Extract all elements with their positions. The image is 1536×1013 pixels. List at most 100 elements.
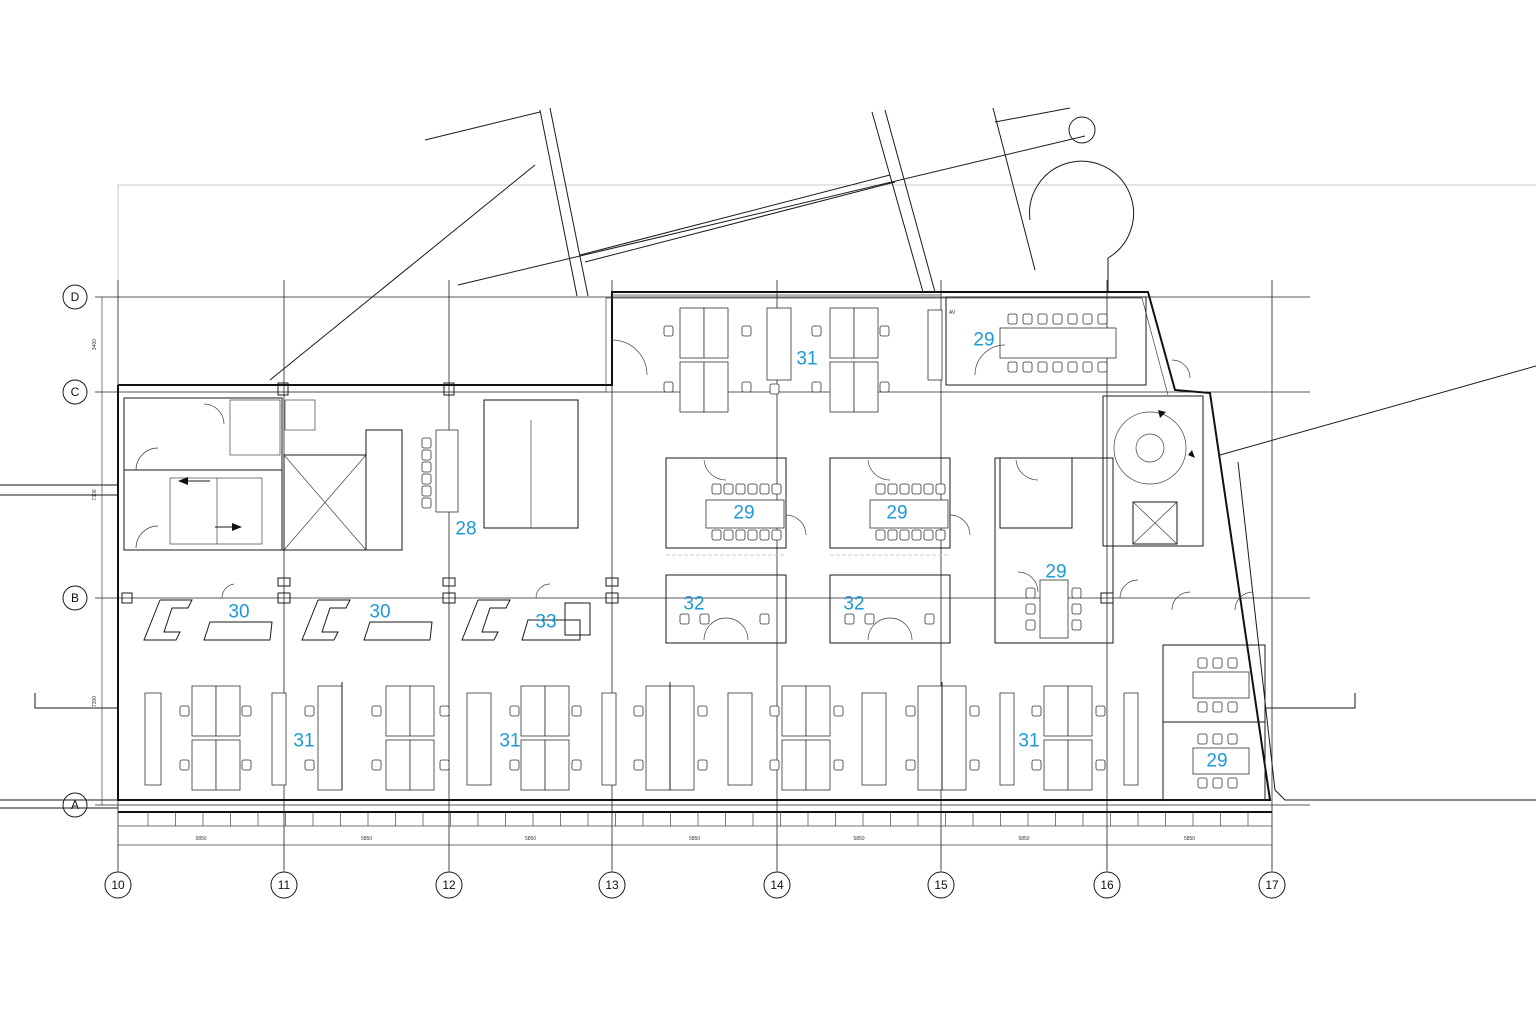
row-dimension: 7300 (92, 489, 98, 500)
chair (833, 759, 844, 771)
chair (679, 613, 690, 625)
chair (1071, 587, 1082, 599)
top-office-desks (679, 307, 1117, 413)
grid-column-label: 12 (442, 878, 456, 892)
door-swings (135, 339, 1254, 641)
chair (924, 613, 935, 625)
chair (1067, 361, 1078, 373)
chair (1227, 701, 1238, 713)
chair (1212, 701, 1223, 713)
chair (759, 613, 770, 625)
chair (1067, 313, 1078, 325)
chair (1227, 657, 1238, 669)
chair (747, 483, 758, 495)
chair (723, 529, 734, 541)
chair (1052, 313, 1063, 325)
chair (905, 705, 916, 717)
chair (421, 437, 432, 449)
chair (711, 529, 722, 541)
chair (1071, 619, 1082, 631)
grid-column-label: 10 (111, 878, 125, 892)
chair (1007, 361, 1018, 373)
chair (887, 529, 898, 541)
chair (421, 461, 432, 473)
chair (923, 529, 934, 541)
bay-dimension: 5850 (525, 836, 536, 842)
grid-column-bubble (1258, 871, 1286, 899)
room-number: 30 (228, 602, 249, 623)
room-number: 32 (683, 594, 704, 615)
chair (1031, 759, 1042, 771)
grid-row-label: D (71, 290, 80, 304)
bay-dimension: 5850 (1018, 836, 1029, 842)
chair (304, 759, 315, 771)
chair (699, 613, 710, 625)
chair (1212, 777, 1223, 789)
grid-row-label: C (71, 385, 80, 399)
bay-dimension: 5850 (689, 836, 700, 842)
chair (833, 705, 844, 717)
grid-column-label: 13 (605, 878, 619, 892)
chair (1025, 587, 1036, 599)
chair (1071, 603, 1082, 615)
chair (1197, 777, 1208, 789)
room-number: 28 (455, 519, 476, 540)
chair (1025, 603, 1036, 615)
chair (935, 529, 946, 541)
grid-column-bubble (927, 871, 955, 899)
chair (741, 381, 752, 393)
chair (879, 325, 890, 337)
chair (1212, 657, 1223, 669)
grid-column-label: 11 (278, 878, 291, 892)
room-number: 29 (973, 330, 994, 351)
chair (697, 705, 708, 717)
chair (1082, 361, 1093, 373)
av-note: AV (949, 310, 956, 316)
grid-column-bubble (598, 871, 626, 899)
chair (439, 705, 450, 717)
grid-row-label: B (71, 591, 79, 605)
chair (911, 483, 922, 495)
grid-row-bubble (62, 792, 88, 818)
stair-arrows (178, 410, 1195, 531)
grid-column-bubble (270, 871, 298, 899)
bay-dimension: 5850 (1184, 836, 1195, 842)
chair (923, 483, 934, 495)
chair (509, 759, 520, 771)
chair (1031, 705, 1042, 717)
chair (905, 759, 916, 771)
chair (421, 485, 432, 497)
chair (771, 483, 782, 495)
chair (179, 759, 190, 771)
right-stair (1102, 395, 1204, 547)
chair (747, 529, 758, 541)
lounge-seating (143, 599, 591, 641)
room-numbers: 29 31 28 29 29 29 30 30 33 32 32 31 31 3… (228, 330, 1227, 772)
grid-row-label: A (71, 798, 79, 812)
grid-row-bubble (62, 585, 88, 611)
room-number: 30 (369, 602, 390, 623)
room-number: 31 (293, 731, 314, 752)
row-dimension: 3400 (92, 339, 98, 350)
chair (1025, 619, 1036, 631)
chair (1022, 361, 1033, 373)
structural-columns (121, 382, 1114, 604)
chair (741, 325, 752, 337)
chair (899, 529, 910, 541)
chair (179, 705, 190, 717)
bay-dimension: 5850 (853, 836, 864, 842)
meeting-rooms (665, 296, 1266, 801)
chair (1227, 733, 1238, 745)
chair (771, 529, 782, 541)
chair (759, 483, 770, 495)
chair (935, 483, 946, 495)
bay-dimension: 5850 (361, 836, 372, 842)
room-number: 29 (886, 503, 907, 524)
left-core (123, 397, 403, 551)
site-outline (117, 184, 1536, 292)
grid-column-label: 15 (934, 878, 948, 892)
grid-column-bubble (435, 871, 463, 899)
chair (844, 613, 855, 625)
chair (571, 705, 582, 717)
